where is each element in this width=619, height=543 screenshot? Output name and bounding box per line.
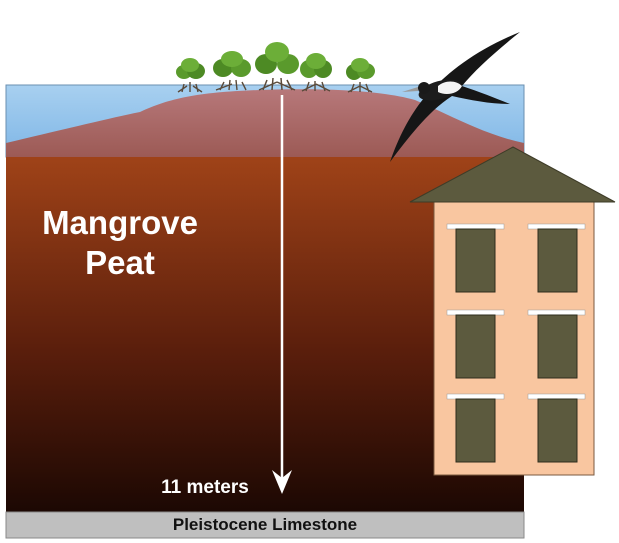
mangrove-tree-icon	[255, 42, 299, 91]
limestone-layer	[5, 511, 525, 539]
limestone-label: Pleistocene Limestone	[172, 515, 358, 534]
peat-mound	[6, 89, 524, 157]
depth-arrow-icon	[272, 95, 292, 494]
mangrove-tree-icon	[213, 51, 251, 91]
mangrove-tree-icon	[346, 58, 375, 93]
mangrove-tree-icon	[300, 53, 332, 92]
depth-label: 11 meters	[161, 477, 249, 498]
frigatebird-icon	[390, 32, 520, 162]
building-icon	[409, 146, 616, 476]
mangrove-tree-icon	[176, 58, 205, 93]
